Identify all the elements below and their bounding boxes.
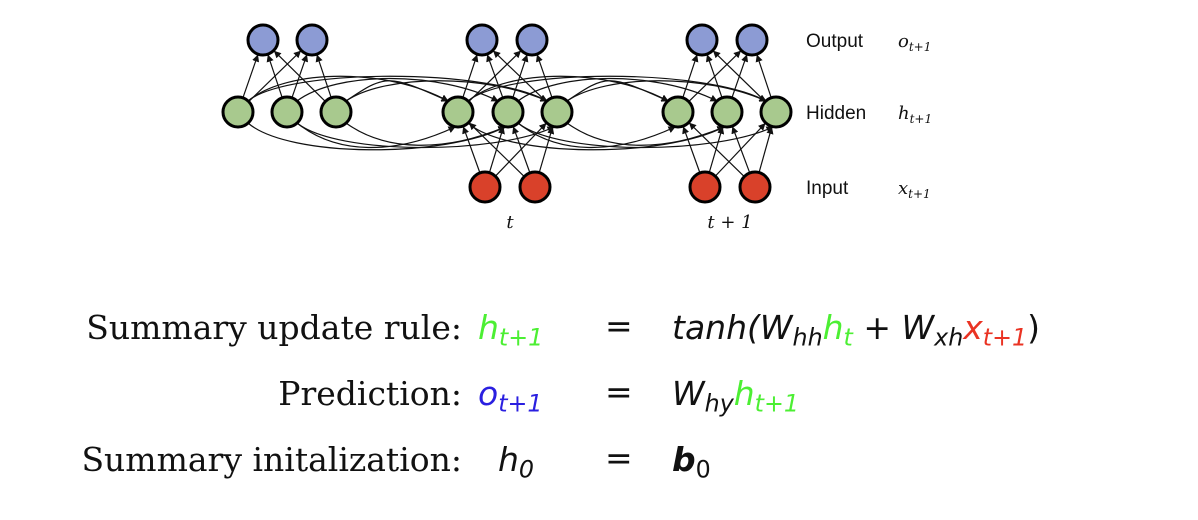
rnn-unrolled-diagram: Output Hidden Input ot+1 ht+1 xt+1 t t +… [221,23,932,233]
rhs-term: xt+1 [963,308,1028,352]
output-node [295,23,329,57]
equals-sign: = [605,438,633,477]
input-layer-label: Input [806,178,849,199]
input-to-hidden-edge [758,126,774,173]
input-to-hidden-edge [512,126,531,174]
input-node [468,170,502,204]
equation-label: Prediction: [278,374,462,413]
hidden-symbol: ht+1 [898,103,932,126]
hidden-to-output-edge [705,54,723,99]
recurrent-edge [566,80,767,102]
output-node [685,23,719,57]
recurrent-edge [517,122,774,149]
recurrent-edge [296,122,456,149]
input-to-hidden-edge [708,126,725,173]
input-to-hidden-edge [494,123,547,177]
equals-sign: = [605,306,633,345]
input-to-hidden-edge [462,126,481,174]
rhs-term: Wxh [901,308,964,352]
recurrent-edge [345,80,449,102]
rhs-term: ht+1 [733,374,799,418]
equation-row-update: Summary update rule: ht+1 = tanh(Whhht +… [0,304,1198,364]
equation-rhs: b0 [672,440,711,484]
hidden-to-output-edge [462,54,479,98]
equation-rhs: Whyht+1 [672,374,799,418]
hidden-to-output-edge [273,50,326,102]
input-to-hidden-edge [538,126,555,173]
input-node [688,170,722,204]
hidden-to-output-edge [755,54,772,98]
lhs-symbol: ht+1 [478,308,544,352]
input-to-hidden-edge [714,123,766,177]
neurons [221,23,793,204]
hidden-to-output-edge [493,50,547,103]
output-node [465,23,499,57]
recurrent-edge [566,80,669,102]
rhs-term: + [852,308,902,347]
lhs-symbol: ot+1 [478,374,543,418]
timestep-label-t: t [506,212,514,233]
equals-sign: = [605,372,633,411]
recurrent-edge [517,122,676,149]
output-node [246,23,280,57]
hidden-to-output-edge [266,54,283,98]
rhs-term: Why [672,374,734,418]
input-to-hidden-edge [731,126,751,174]
timestep-label-t-plus-1: t + 1 [707,212,752,233]
hidden-node [759,95,793,129]
connections [242,50,774,177]
recurrent-edge [296,122,555,149]
equation-lhs: ot+1 [478,374,543,418]
output-layer-label: Output [806,31,864,52]
rhs-term: ht [822,308,853,352]
hidden-to-output-edge [242,54,260,99]
hidden-to-output-edge [682,54,699,98]
recurrent-edge [247,75,548,102]
lhs-symbol: h0 [498,440,535,484]
hidden-node [319,95,353,129]
equation-row-prediction: Prediction: ot+1 = Whyht+1 [0,370,1198,430]
rhs-term: tanh( [672,308,760,347]
input-to-hidden-edge [682,126,701,174]
hidden-to-output-edge [486,54,504,99]
input-symbol: xt+1 [898,178,931,201]
output-symbol: ot+1 [898,31,931,54]
recurrent-edge [345,80,548,102]
equation-lhs: h0 [498,440,535,484]
recurrent-edge [345,122,506,146]
input-to-hidden-edge [468,122,525,177]
hidden-node [221,95,255,129]
output-node [735,23,769,57]
equation-label: Summary update rule: [86,308,462,347]
recurrent-edge [566,122,725,146]
rhs-term: b0 [672,440,711,484]
input-node [518,170,552,204]
input-node [738,170,772,204]
equation-rhs: tanh(Whhht + Wxhxt+1) [672,308,1040,352]
hidden-node [441,95,475,129]
hidden-node [661,95,695,129]
hidden-node [710,95,744,129]
equation-lhs: ht+1 [478,308,544,352]
recurrent-edge [296,78,499,102]
hidden-to-output-edge [712,50,766,102]
hidden-node [491,95,525,129]
equation-label: Summary initalization: [81,440,462,479]
hidden-node [270,95,304,129]
input-to-hidden-edge [688,122,745,177]
recurrent-edge [517,78,718,102]
rhs-term: Whh [759,308,823,352]
hidden-layer-label: Hidden [806,103,866,124]
equation-row-initialization: Summary initalization: h0 = b0 [0,436,1198,496]
output-node [515,23,549,57]
rhs-term: ) [1027,308,1040,347]
hidden-node [540,95,574,129]
